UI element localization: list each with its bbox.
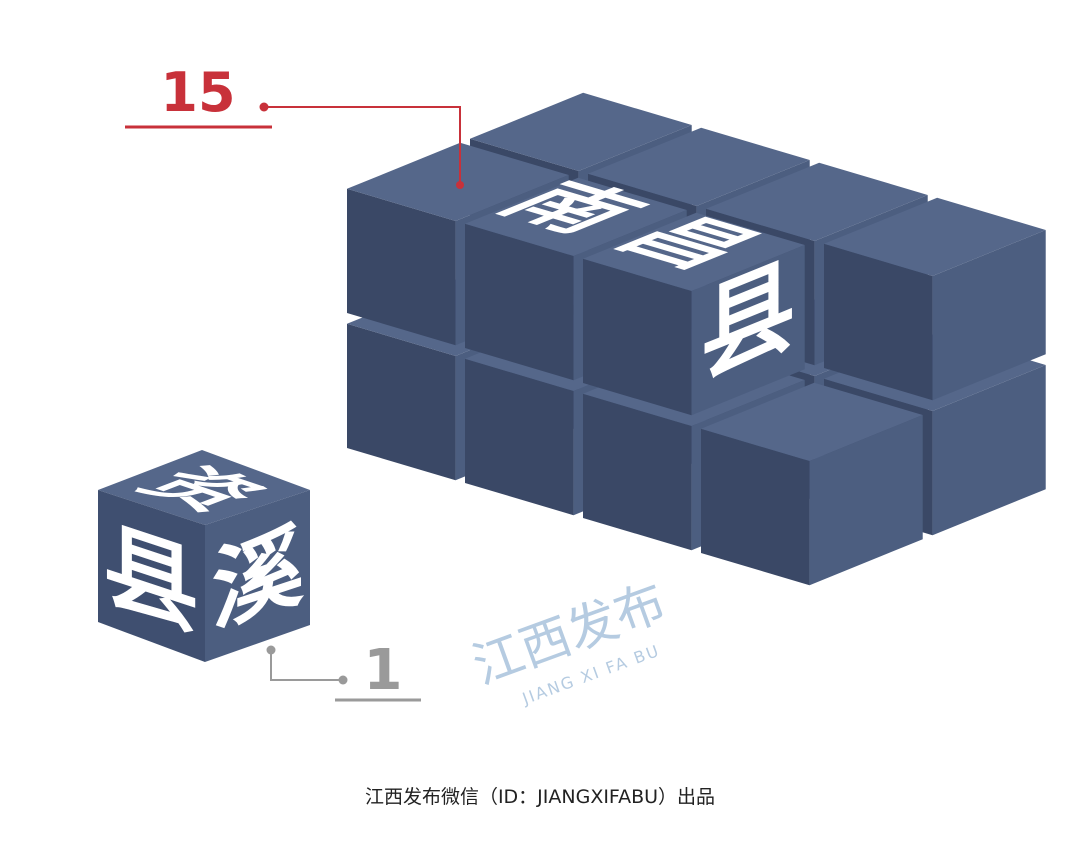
nanchang-cube-block: 南昌县: [347, 92, 1046, 586]
caption: 江西发布微信（ID：JIANGXIFABU）出品: [364, 786, 716, 808]
cube-top-face: [701, 382, 923, 461]
zixi-cube: 资 溪 县: [98, 450, 310, 662]
leader-line: [270, 650, 343, 681]
count-1: 1: [364, 638, 403, 703]
cube-front-face: [465, 358, 574, 516]
cube-top-face: [824, 197, 1046, 276]
cube-front-face: [347, 188, 456, 346]
cube-right-face: [932, 230, 1046, 401]
cube-front-face: [347, 323, 456, 481]
small-cube-right: [205, 490, 310, 662]
cube-top-face: [583, 212, 805, 291]
count-15: 15: [160, 61, 235, 124]
leader-dot: [338, 675, 348, 685]
cube-front-face: [824, 243, 933, 401]
count-15-callout: 15: [125, 61, 464, 189]
cube-right-face: [932, 365, 1046, 536]
watermark: 江西发布 JIANG XI FA BU: [465, 573, 673, 709]
small-cube-left: [98, 490, 205, 662]
cube-front-face: [701, 428, 810, 586]
cube-top-face: [470, 92, 692, 171]
small-cube-top: [98, 450, 310, 525]
cube-front-face: [465, 223, 574, 381]
cube-top-face: [465, 177, 687, 256]
cube-front-face: [583, 393, 692, 551]
leader-line: [264, 106, 461, 185]
count-1-callout: 1: [266, 638, 421, 703]
cube-right-face: [691, 245, 805, 416]
cube-front-face: [583, 258, 692, 416]
cube-right-face: [809, 415, 923, 586]
cube-top-face: [706, 162, 928, 241]
leader-dot: [456, 181, 464, 189]
cube-top-face: [588, 127, 810, 206]
